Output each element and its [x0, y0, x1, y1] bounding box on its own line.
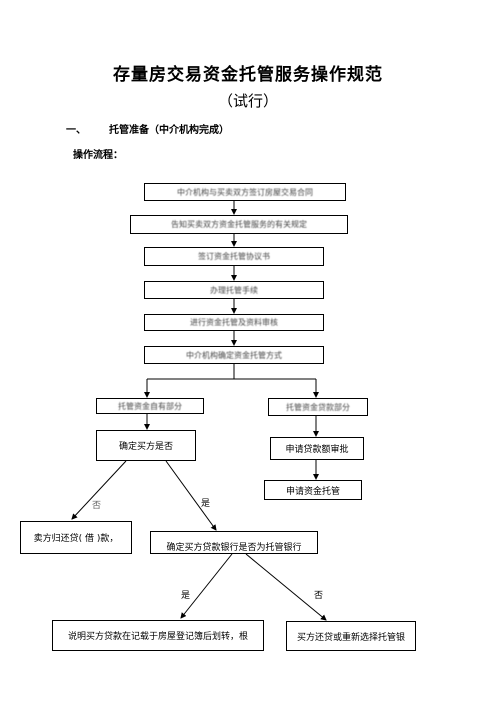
flow-label: 操作流程： [73, 150, 123, 161]
label-yes-bottom: 是 [181, 591, 191, 601]
step-loan-approval: 申请贷款额审批 [270, 437, 364, 460]
branch-own-funds: 托管资金自有部分 [96, 398, 204, 414]
step-sign-contract: 中介机构与买卖双方签订房屋交易合同 [144, 183, 346, 201]
document-subtitle: （试行） [217, 92, 278, 110]
label-yes-top: 是 [201, 499, 211, 509]
step-seller-repay: 卖方归还贷( 借 )款， [20, 521, 132, 554]
section-heading: 托管准备（中介机构完成） [109, 125, 229, 136]
document-title: 存量房交易资金托管服务操作规范 [113, 65, 383, 85]
section-number: 一、 [66, 125, 86, 136]
outcome-reselect-bank: 买方还贷或重新选择托管银 [286, 621, 416, 651]
label-no-bottom: 否 [314, 591, 324, 601]
decision-bank-check: 确定买方贷款银行是否为托管银行 [150, 531, 318, 554]
step-review-materials: 进行资金托管及资料审核 [144, 314, 324, 331]
step-handle-procedures: 办理托管手续 [144, 281, 324, 299]
step-sign-agreement: 签订资金托管协议书 [144, 247, 324, 266]
outcome-loan-transfer: 说明买方贷款在记载于房屋登记簿后划转，根 [52, 620, 264, 651]
decision-buyer: 确定买方是否 [96, 430, 196, 461]
step-inform-rules: 告知买卖双方资金托管服务的有关规定 [130, 215, 348, 234]
step-confirm-method: 中介机构确定资金托管方式 [144, 346, 324, 364]
branch-loan-funds: 托管资金贷款部分 [268, 398, 368, 416]
label-no-top: 否 [92, 501, 102, 511]
step-apply-custody: 申请资金托管 [264, 480, 362, 500]
